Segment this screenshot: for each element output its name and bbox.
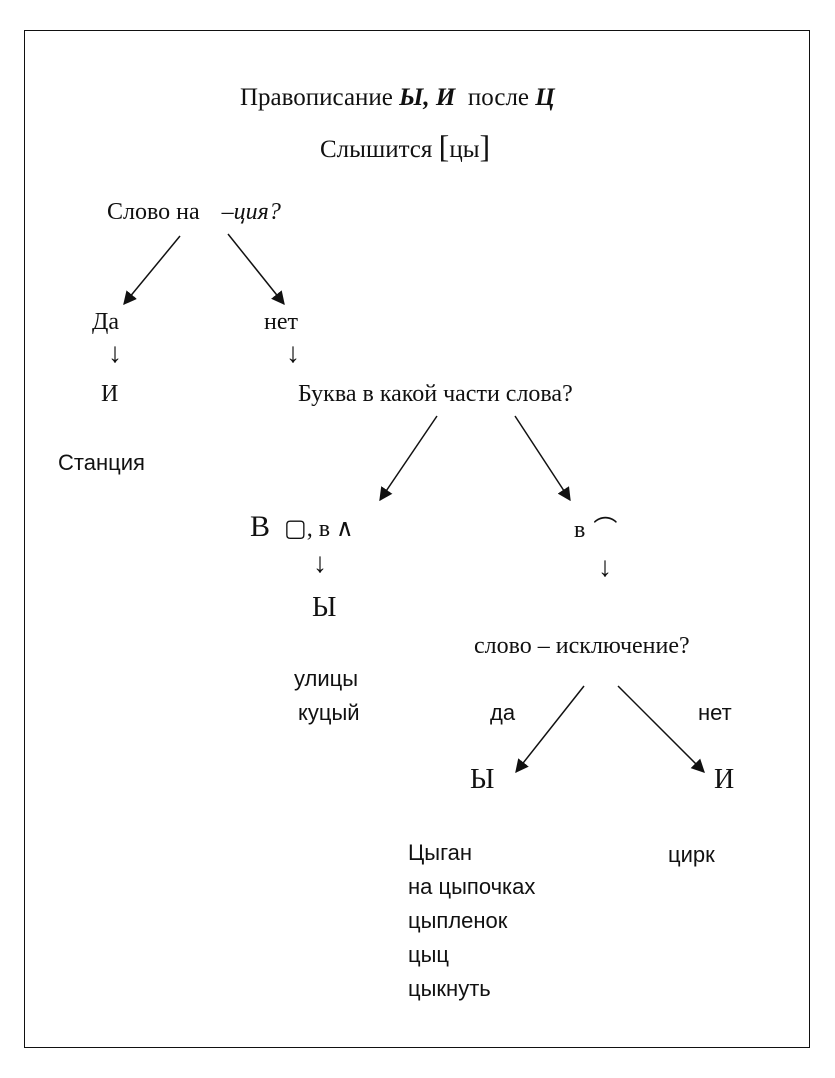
title-middle: после: [455, 84, 536, 111]
result-y-right: Ы: [470, 764, 495, 795]
example-ulitsy: улицы: [294, 666, 359, 691]
result-y-left: Ы: [312, 592, 337, 623]
example-tsyplenok: цыпленок: [408, 908, 508, 933]
arrow-question2-to-left: [379, 415, 438, 502]
arrow-question2-to-right: [514, 415, 571, 502]
yes-label-2: да: [490, 700, 516, 725]
example-stantsiya: Станция: [58, 450, 145, 475]
no-label-2: нет: [698, 700, 732, 725]
left-rest: , в: [306, 516, 331, 542]
title-letters: Ы, И: [399, 84, 456, 111]
down-arrow-icon: ↓: [598, 552, 612, 583]
left-big-letter: В: [250, 510, 271, 543]
question-1-suffix: –ция?: [221, 199, 281, 225]
yes-label-1: Да: [92, 309, 120, 335]
left-branch-label: В ▢, в∧: [250, 512, 354, 542]
title-c-letter: Ц: [535, 84, 555, 111]
question-2: Буква в какой части слова?: [298, 381, 573, 407]
arrow-question1-to-no: [227, 233, 285, 306]
no-label-1: нет: [264, 309, 298, 335]
right-prefix: в: [574, 517, 586, 543]
example-kutsyy: куцый: [298, 700, 360, 725]
title-prefix: Правописание: [240, 84, 400, 111]
down-arrow-icon: ↓: [108, 338, 122, 369]
page-title: Правописание Ы, И после Ц: [240, 85, 555, 110]
ending-icon: ⌒: [593, 517, 618, 543]
sound-prefix: Слышится: [320, 136, 439, 163]
example-tsyts: цыц: [408, 942, 450, 967]
down-arrow-icon: ↓: [286, 338, 300, 369]
example-tsyknut: цыкнуть: [408, 976, 491, 1001]
right-branch-label: в⌒: [574, 518, 617, 542]
question-1: Слово на –ция?: [107, 200, 281, 224]
arrow-exception-to-yes: [515, 685, 585, 774]
arrow-exception-to-no: [617, 685, 705, 773]
diagram-frame: [24, 30, 810, 1048]
suffix-icon: ∧: [336, 516, 354, 542]
result-i-right: И: [714, 764, 735, 795]
question-1-text: Слово на: [107, 199, 206, 225]
sound-bracket-open: [: [438, 128, 450, 164]
example-na-tsypochkakh: на цыпочках: [408, 874, 536, 899]
arrow-question1-to-yes: [123, 235, 181, 306]
down-arrow-icon: ↓: [313, 548, 327, 579]
example-tsygan: Цыган: [408, 840, 473, 865]
example-tsirk: цирк: [668, 842, 715, 867]
root-icon: ▢: [284, 516, 307, 542]
sound-bracket-close: ]: [479, 128, 491, 164]
sound-line: Слышится [цы]: [320, 130, 490, 162]
exception-question: слово – исключение?: [474, 633, 690, 659]
sound-value: цы: [449, 136, 480, 163]
result-i-1: И: [101, 381, 119, 407]
